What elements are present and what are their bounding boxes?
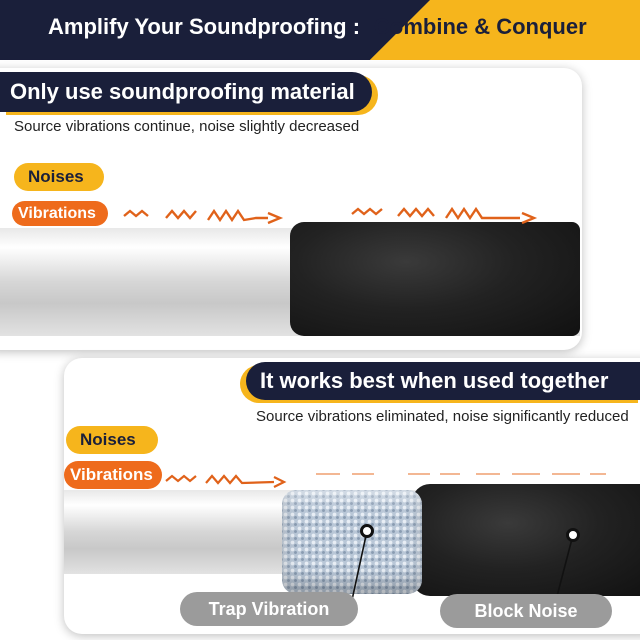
- vibration-tag-combined: Vibrations: [64, 461, 162, 489]
- foam-insulation-outer: [412, 484, 640, 596]
- vibration-zigzag-combined: [165, 474, 287, 488]
- combined-subtitle: Source vibrations eliminated, noise sign…: [256, 408, 629, 425]
- callout-marker-mesh: [360, 524, 374, 538]
- foam-insulation-sleeve: [290, 222, 580, 336]
- single-material-title: Only use soundproofing material: [0, 72, 372, 112]
- single-material-subtitle: Source vibrations continue, noise slight…: [14, 118, 360, 135]
- callout-marker-foam: [566, 528, 580, 542]
- trap-vibration-label: Trap Vibration: [180, 592, 358, 626]
- block-noise-label: Block Noise: [440, 594, 612, 628]
- header-right-text: Combine & Conquer: [374, 14, 587, 39]
- noise-waveform: [107, 153, 508, 201]
- header-left-text: Amplify Your Soundproofing :: [48, 14, 361, 39]
- vibration-damping-wrap: [282, 490, 422, 594]
- noise-tag-combined: Noises: [66, 426, 158, 454]
- noise-tag: Noises: [14, 163, 104, 191]
- noise-waveform-combined: [159, 421, 615, 459]
- combined-title: It works best when used together: [246, 362, 640, 400]
- callout-leaders: [351, 530, 574, 601]
- header-banner: Amplify Your Soundproofing : Combine & C…: [0, 0, 640, 60]
- vibration-zigzag: [123, 206, 538, 225]
- header-dark-band: [0, 0, 430, 60]
- vibration-tag: Vibrations: [12, 201, 108, 226]
